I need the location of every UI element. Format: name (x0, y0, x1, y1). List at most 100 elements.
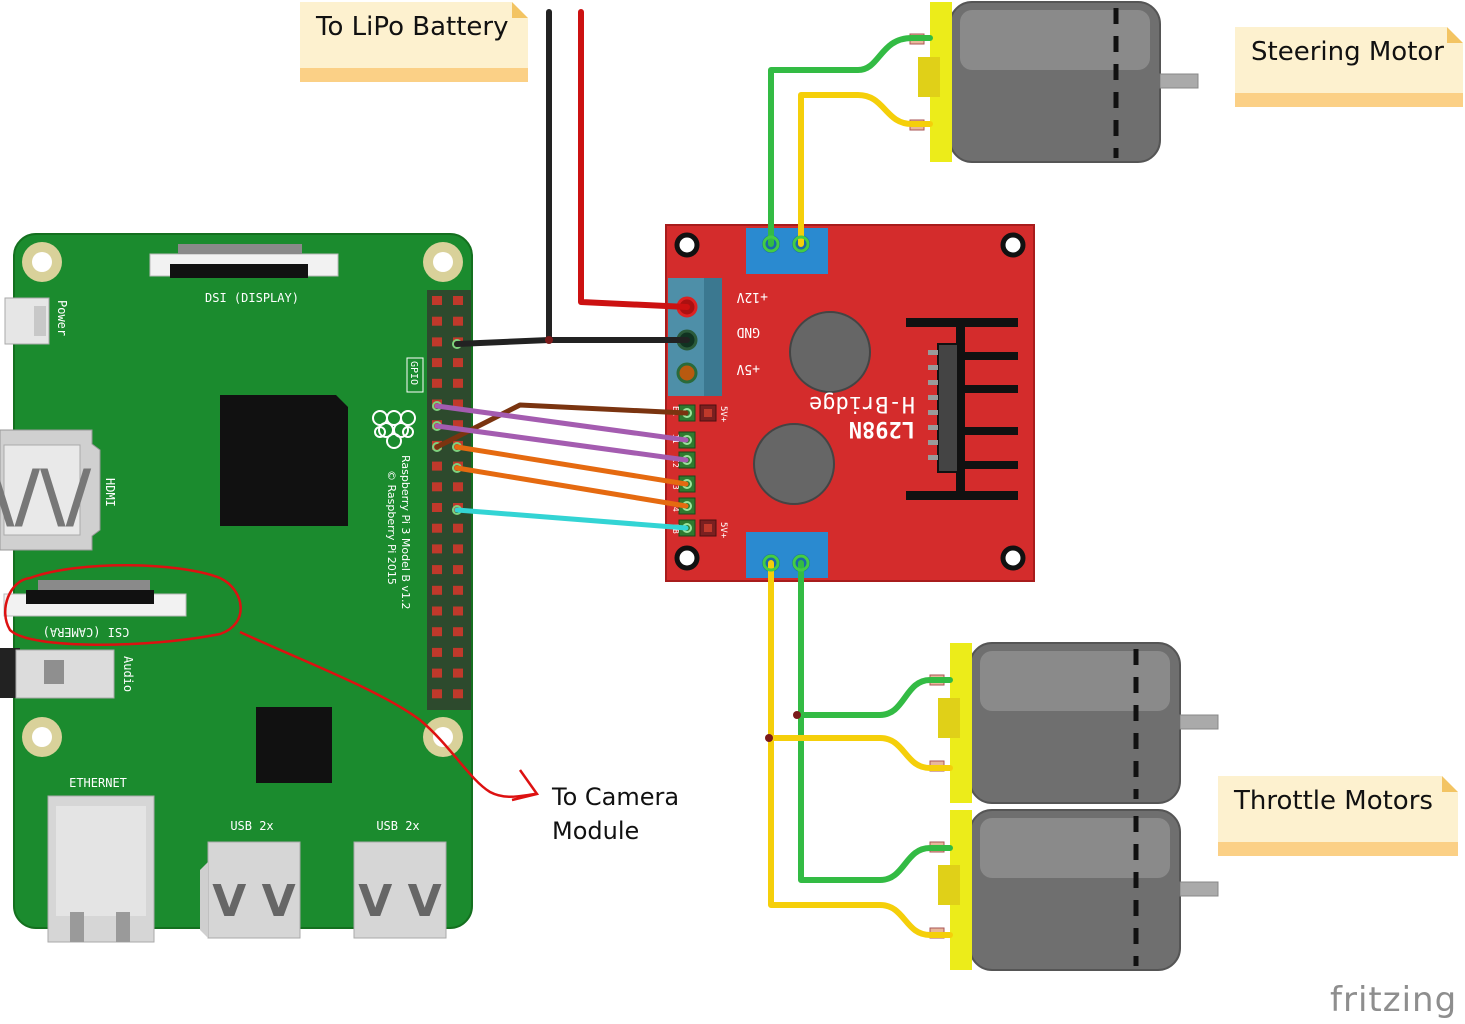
gpio-pin (432, 523, 442, 533)
wire-ena-brown (434, 402, 689, 450)
hdmi-label: HDMI (103, 478, 117, 507)
ic-pin (928, 380, 938, 385)
gpio-pin (453, 482, 463, 492)
gpio-pin (432, 358, 442, 368)
wire-steering-yellow (798, 92, 933, 247)
usb1-label: USB 2x (230, 819, 273, 833)
gpio-pin (432, 296, 442, 305)
gpio-pin (453, 378, 463, 388)
gpio-pin (453, 296, 463, 305)
ethernet-label: ETHERNET (69, 776, 127, 790)
ic-pin (928, 425, 938, 430)
gpio-pin (432, 482, 442, 492)
ic-pin (928, 395, 938, 400)
capacitor-2 (753, 423, 835, 505)
v5-label: +5V (736, 361, 760, 376)
input-header (678, 404, 717, 537)
model-label: Raspberry Pi 3 Model B v1.2 (399, 455, 412, 609)
gpio-pin (453, 358, 463, 368)
gpio-pin (432, 316, 442, 326)
5v-pin-pad (704, 409, 712, 417)
gpio-pin (432, 689, 442, 699)
heatsink (906, 318, 1018, 500)
gpio-pin (432, 627, 442, 637)
gpio-pin (453, 316, 463, 326)
in3-label: I3 (671, 480, 680, 490)
ic-pin (928, 440, 938, 445)
gpio-pin (432, 647, 442, 657)
in4-label: I4 (671, 502, 680, 512)
wire-throttle-yellow (768, 560, 953, 938)
fivev-b-label: 5V+ (718, 522, 728, 539)
wire-in4-orange (454, 465, 689, 509)
gpio-pin (453, 399, 463, 409)
usb-controller-chip (256, 707, 332, 783)
ic-pin (928, 410, 938, 415)
gpio-pin (432, 378, 442, 388)
wire-throttle1-yellow (768, 735, 953, 771)
gpio-pin (453, 544, 463, 554)
raspberry-pi-board: DSI (DISPLAY) Power \/\/ HDMI GPIO Raspb… (0, 233, 473, 943)
gpio-pin (432, 461, 442, 471)
wire-ground (454, 337, 690, 347)
motor-a-terminal (746, 228, 828, 274)
soc-chip (220, 395, 348, 526)
wire-battery-red (578, 9, 690, 310)
raspberry-logo-icon (372, 410, 416, 449)
wire-throttle-green (798, 560, 953, 883)
gpio-label: GPIO (408, 361, 419, 385)
gpio-pin (432, 544, 442, 554)
5v-pin-pad (704, 524, 712, 532)
steering-motor (909, 1, 1199, 163)
v12-label: +12V (737, 289, 768, 304)
ic-pin (928, 350, 938, 355)
svg-text:V V: V V (358, 876, 441, 927)
throttle-motor-2 (929, 809, 1219, 971)
gpio-pin (432, 606, 442, 616)
gpio-pin (453, 668, 463, 678)
wire-enb-cyan (454, 507, 689, 531)
audio-label: Audio (121, 656, 135, 692)
gpio-pin (432, 565, 442, 575)
csi-label: CSI (CAMERA) (43, 625, 130, 639)
hbridge-name-label: H-Bridge (809, 391, 915, 416)
gpio-pin (453, 606, 463, 616)
fivev-a-label: 5V+ (718, 406, 728, 423)
camera-annotation (4, 564, 540, 802)
wire-in2-purple (434, 423, 689, 463)
capacitor-1 (789, 311, 871, 393)
wire-steering-green (768, 35, 933, 247)
gpio-pin (432, 503, 442, 512)
gpio-pin (453, 523, 463, 533)
l298n-h-bridge-board: +12V GND +5V H-Bridge L298N EA I1 I2 I3 … (665, 224, 1035, 582)
fritzing-logo: fritzing (1330, 980, 1458, 1020)
in2-label: I2 (671, 458, 680, 468)
svg-text:\/\/: \/\/ (0, 455, 92, 537)
gpio-pin (453, 585, 463, 595)
gpio-header (427, 290, 471, 710)
gnd-label: GND (736, 324, 760, 339)
l298n-label: L298N (849, 416, 915, 441)
svg-text:V V: V V (212, 876, 295, 927)
ic-pin (928, 455, 938, 460)
gpio-pin (453, 565, 463, 575)
dsi-label: DSI (DISPLAY) (205, 291, 299, 305)
gpio-pin (453, 420, 463, 430)
motor-b-terminal (746, 532, 828, 578)
note-steering-motor: Steering Motor (1235, 27, 1463, 107)
copyright-label: © Raspberry Pi 2015 (385, 470, 398, 585)
note-lipo-battery: To LiPo Battery (300, 2, 528, 82)
gpio-pin (453, 689, 463, 699)
ic-pin (928, 365, 938, 370)
throttle-motor-1 (929, 642, 1219, 804)
wire-in3-orange (454, 444, 689, 487)
gpio-pin (453, 627, 463, 637)
gpio-pin (453, 503, 463, 512)
wire-in1-purple (434, 403, 689, 443)
power-label: Power (55, 300, 69, 336)
gpio-pin (432, 668, 442, 678)
camera-module-label: To Camera Module (552, 783, 680, 845)
gpio-pin (453, 647, 463, 657)
note-throttle-motors: Throttle Motors (1218, 776, 1458, 856)
